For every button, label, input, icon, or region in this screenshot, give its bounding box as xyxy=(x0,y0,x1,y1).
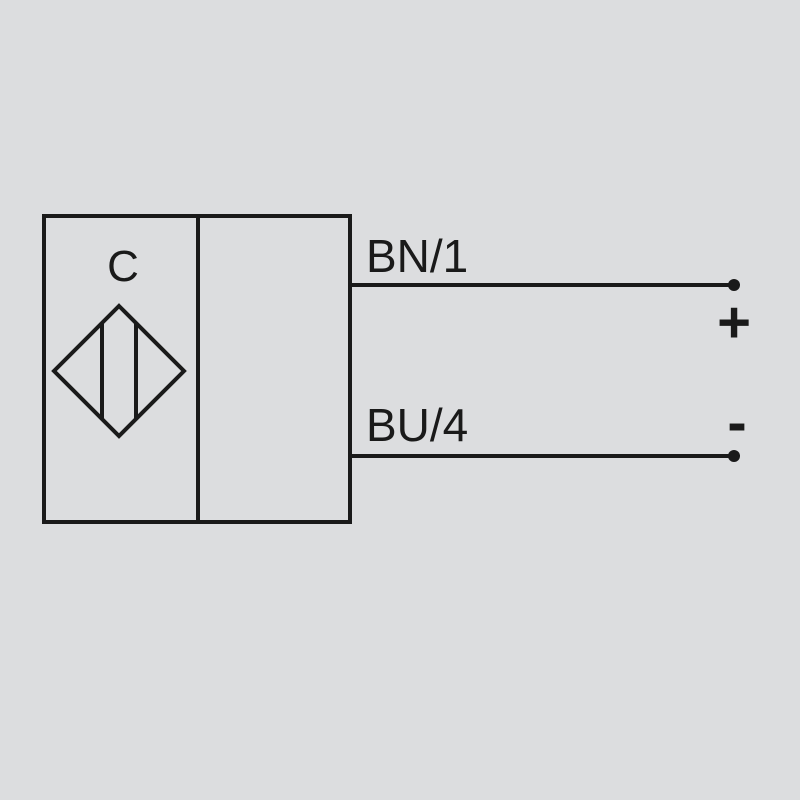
wire-bu-label: BU/4 xyxy=(366,399,468,451)
wire-bn-polarity: + xyxy=(717,290,751,355)
wire-bu-polarity: - xyxy=(727,390,746,455)
wire-bn-terminal xyxy=(728,279,740,291)
wire-bn: BN/1 + xyxy=(350,230,751,355)
sensor-body xyxy=(42,214,352,524)
wire-bn-label: BN/1 xyxy=(366,230,468,282)
wire-bu-terminal xyxy=(728,450,740,462)
capacitive-sensor-diamond-icon xyxy=(51,303,187,439)
sensor-type-letter: C xyxy=(107,242,139,291)
wire-bu: BU/4 - xyxy=(350,390,747,462)
